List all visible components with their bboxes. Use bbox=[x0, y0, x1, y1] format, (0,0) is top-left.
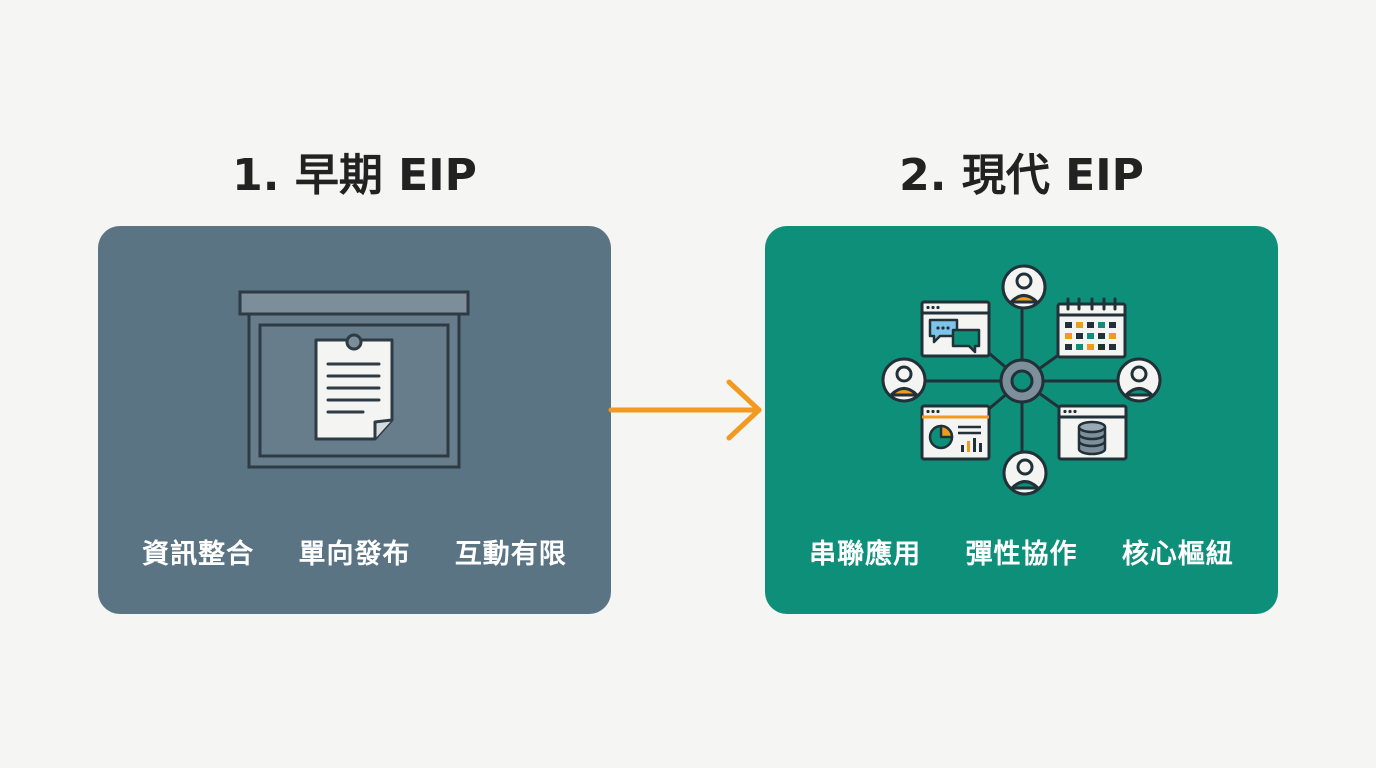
chat-window-icon bbox=[920, 300, 991, 358]
modern-feature-3: 核心樞紐 bbox=[1121, 539, 1234, 570]
early-feature-2: 單向發布 bbox=[298, 539, 411, 570]
hub-network-icon bbox=[765, 226, 1278, 614]
early-feature-3: 互動有限 bbox=[454, 539, 567, 570]
user-avatar-icon-top bbox=[1001, 264, 1047, 310]
early-eip-title: 1. 早期 EIP bbox=[232, 150, 477, 201]
modern-eip-features: 串聯應用 彈性協作 核心樞紐 bbox=[765, 532, 1278, 571]
database-window-icon bbox=[1057, 404, 1128, 461]
modern-feature-1: 串聯應用 bbox=[809, 539, 922, 570]
early-eip-features: 資訊整合 單向發布 互動有限 bbox=[98, 532, 611, 571]
arrow-right-icon bbox=[608, 379, 762, 441]
early-eip-panel: 資訊整合 單向發布 互動有限 bbox=[98, 226, 611, 614]
modern-eip-title: 2. 現代 EIP bbox=[899, 150, 1144, 201]
user-avatar-icon-bottom bbox=[1002, 450, 1048, 496]
modern-eip-panel: 串聯應用 彈性協作 核心樞紐 bbox=[765, 226, 1278, 614]
bulletin-board-document-icon bbox=[98, 226, 611, 614]
calendar-icon bbox=[1056, 297, 1127, 359]
modern-feature-2: 彈性協作 bbox=[965, 539, 1078, 570]
early-feature-1: 資訊整合 bbox=[142, 539, 255, 570]
user-avatar-icon-left bbox=[881, 357, 927, 403]
chart-window-icon bbox=[920, 404, 991, 461]
user-avatar-icon-right bbox=[1116, 357, 1162, 403]
